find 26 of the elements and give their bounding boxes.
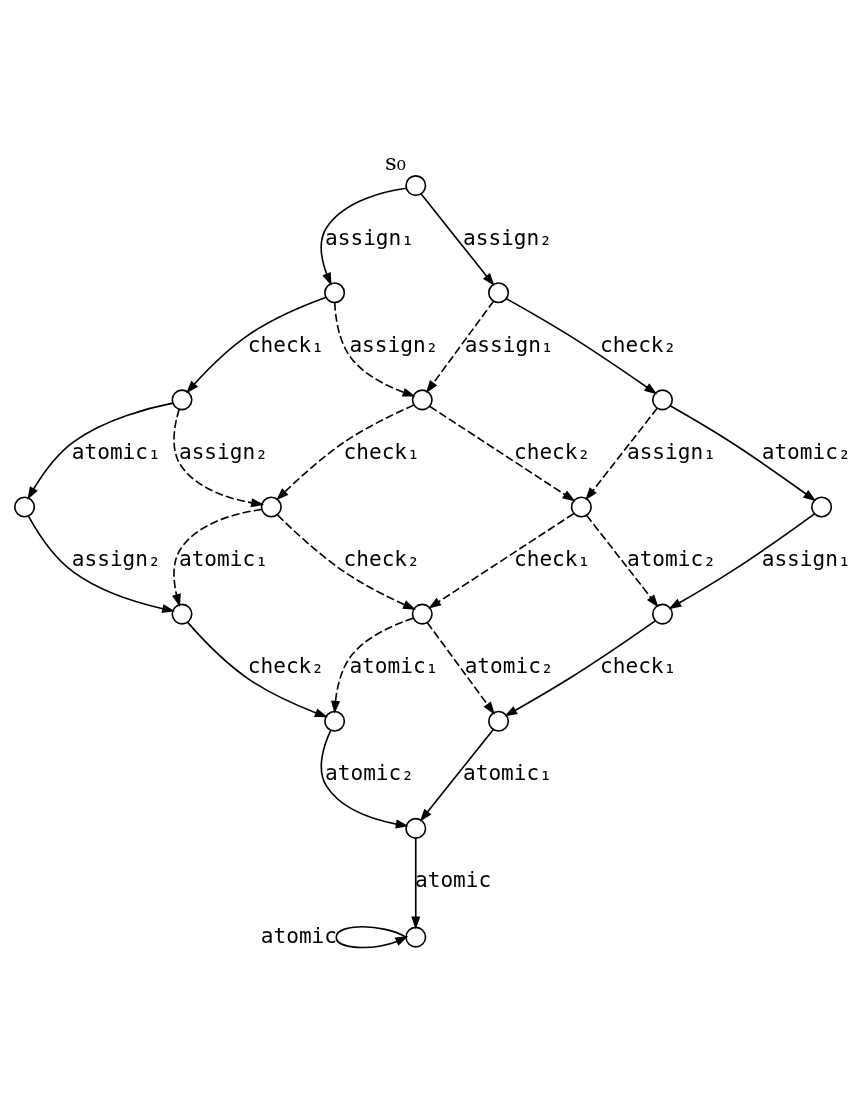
edge-label: check₁ — [247, 331, 325, 357]
edge-label: check₂ — [514, 438, 591, 464]
edge-label: check₂ — [247, 652, 325, 678]
edge-label: atomic₁ — [178, 545, 268, 571]
edge-label: check₁ — [343, 438, 420, 464]
edge-label: atomic₂ — [325, 759, 414, 785]
edge-label: atomic₁ — [463, 759, 552, 785]
edge-label: atomic₁ — [349, 652, 439, 678]
edge-label: atomic₁ — [71, 438, 161, 464]
edge-label: check₂ — [600, 331, 677, 357]
node-label: s₀ — [385, 148, 406, 175]
edge-label: check₂ — [343, 545, 420, 571]
edge-label: assign₂ — [71, 545, 161, 571]
edge-label: check₁ — [514, 545, 591, 571]
edge-label: assign₂ — [349, 331, 439, 357]
edge-label: assign₁ — [325, 224, 414, 250]
edge-label: assign₂ — [178, 438, 268, 464]
edge-label: assign₂ — [463, 224, 552, 250]
edge-label: check₁ — [600, 652, 677, 678]
edge-label: assign₁ — [464, 331, 554, 357]
edge-label: atomic₂ — [464, 652, 554, 678]
edge-label: assign₁ — [761, 545, 851, 571]
edge-label: atomic₂ — [761, 438, 851, 464]
edge-label: atomic — [260, 922, 337, 948]
edge-label: atomic₂ — [626, 545, 716, 571]
edge-label: assign₁ — [626, 438, 716, 464]
